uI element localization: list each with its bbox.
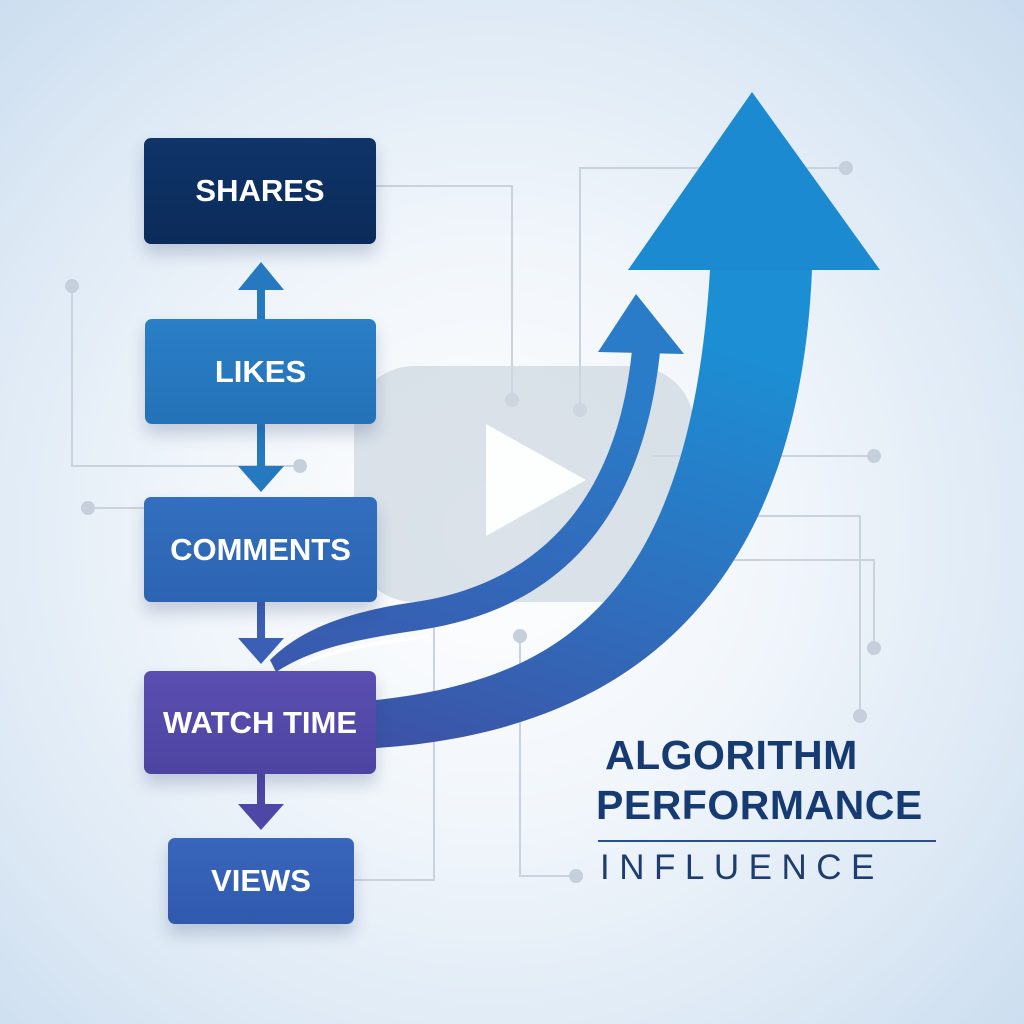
node-watch-time: WATCH TIME [144, 671, 376, 774]
connector-watch-time-views [238, 774, 284, 830]
connector-comments-watch-time [238, 602, 284, 664]
node-likes: LIKES [145, 319, 376, 424]
growth-arrow-icon [376, 92, 880, 748]
secondary-growth-arrow-icon [270, 294, 684, 672]
connector-shares-likes [238, 262, 284, 322]
connector-likes-comments [238, 424, 284, 492]
node-watch-time-label: WATCH TIME [162, 704, 357, 740]
title-line-algorithm: ALGORITHM [605, 732, 858, 778]
title-divider [598, 840, 936, 842]
node-comments-label: COMMENTS [170, 531, 351, 567]
title-line-influence: INFLUENCE [600, 848, 884, 887]
node-views-label: VIEWS [211, 863, 311, 898]
node-views: VIEWS [168, 838, 354, 924]
node-shares: SHARES [144, 138, 376, 244]
node-comments: COMMENTS [144, 497, 377, 602]
title-line-performance: PERFORMANCE [596, 782, 923, 828]
node-shares-label: SHARES [195, 173, 325, 208]
node-likes-label: LIKES [214, 353, 307, 389]
play-button-icon [354, 366, 694, 602]
